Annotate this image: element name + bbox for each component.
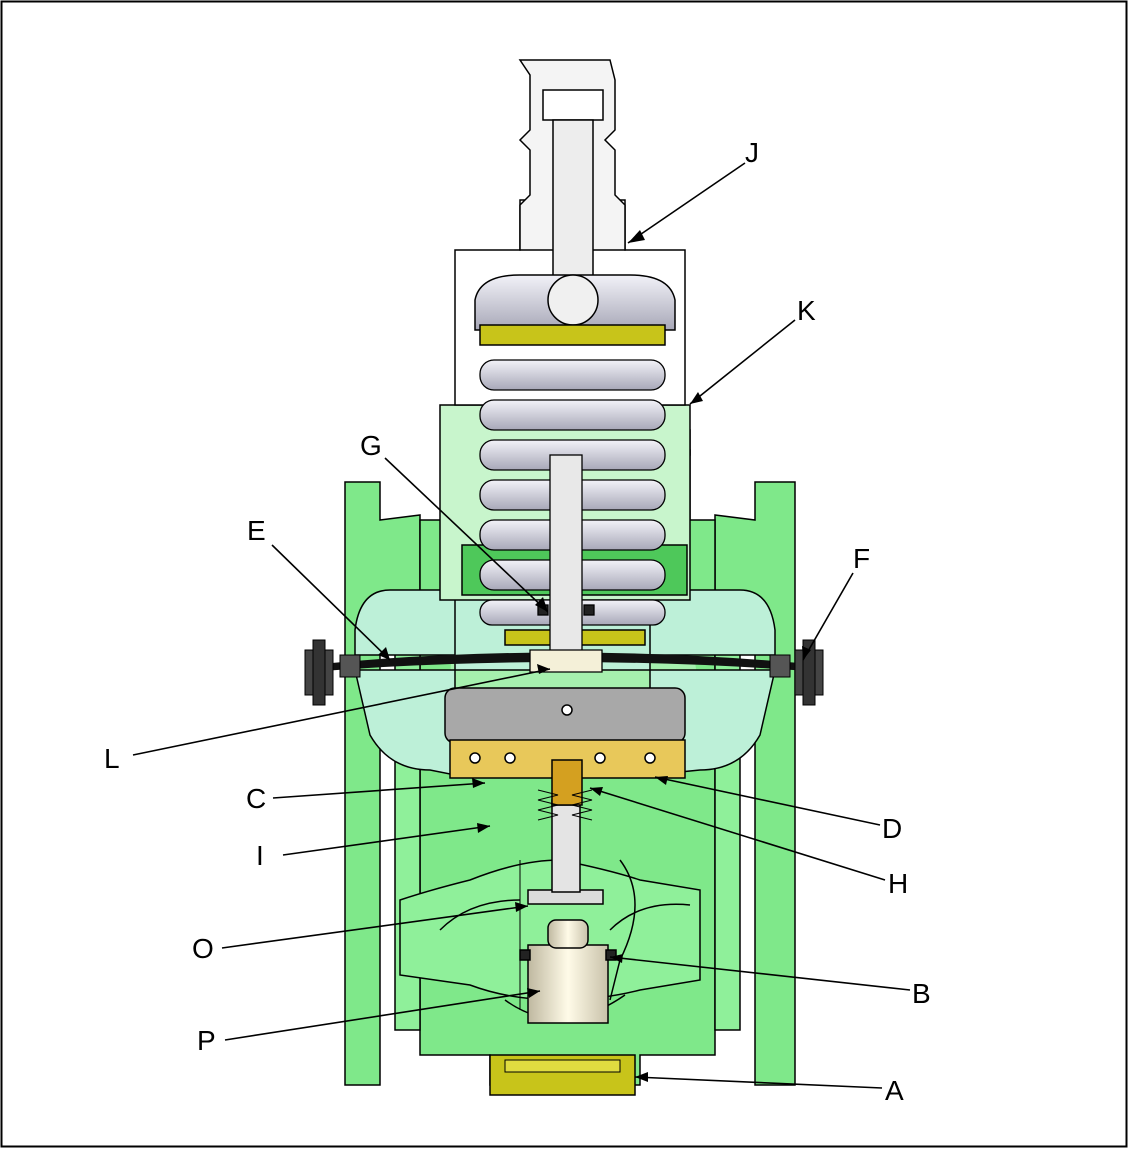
valve-plug bbox=[519, 919, 617, 1024]
callout-lines bbox=[132, 162, 911, 1089]
callout-A: A bbox=[885, 1075, 904, 1106]
pilot-spring bbox=[537, 789, 593, 821]
callout-O: O bbox=[192, 933, 214, 964]
ball-joint bbox=[547, 274, 599, 326]
centre-rod bbox=[529, 454, 603, 673]
callout-J: J bbox=[745, 137, 759, 168]
callout-K: K bbox=[797, 295, 816, 326]
callout-I: I bbox=[256, 840, 264, 871]
callout-C: C bbox=[246, 783, 266, 814]
lever-mechanism bbox=[444, 687, 686, 806]
callout-P: P bbox=[197, 1025, 216, 1056]
callout-B: B bbox=[912, 978, 931, 1009]
flange-bolts bbox=[304, 639, 824, 706]
callout-G: G bbox=[360, 430, 382, 461]
callout-D: D bbox=[882, 813, 902, 844]
callout-H: H bbox=[888, 868, 908, 899]
adjusting-screw bbox=[518, 59, 626, 296]
upper-spring-plate bbox=[479, 324, 666, 346]
callout-F: F bbox=[853, 543, 870, 574]
callout-E: E bbox=[247, 515, 266, 546]
callout-arrowheads bbox=[378, 230, 811, 1082]
callout-L: L bbox=[104, 743, 120, 774]
diaphragm bbox=[310, 652, 820, 672]
